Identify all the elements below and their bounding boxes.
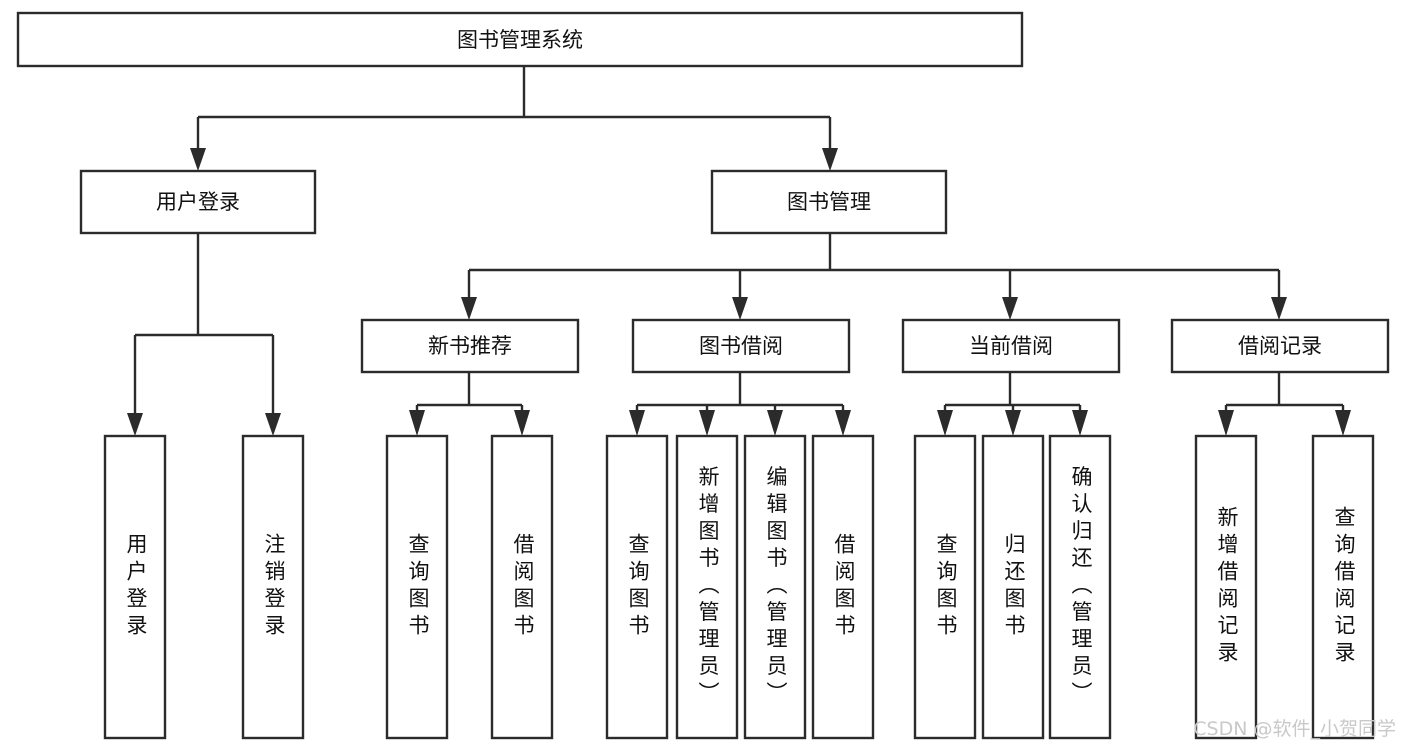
- node-leaf-borrow-book-1-label: 借阅图书: [511, 533, 535, 641]
- arrow-head-leaf-confirm-return: [1072, 410, 1088, 436]
- node-leaf-confirm-return-label: 确认归还（管理员）: [1069, 466, 1093, 709]
- node-borrow-record-box[interactable]: [1170, 318, 1390, 374]
- node-leaf-borrow-book-2-label: 借阅图书: [832, 533, 856, 641]
- node-leaf-user-login-label: 用户登录: [124, 533, 148, 641]
- node-leaf-borrow-book-2-box[interactable]: [811, 434, 875, 740]
- node-leaf-user-login[interactable]: 用户登录: [103, 434, 167, 740]
- arrow-head-book-manage: [822, 148, 838, 171]
- node-leaf-return-book-box[interactable]: [981, 434, 1045, 740]
- node-leaf-add-book-box[interactable]: [675, 434, 739, 740]
- node-borrow-record[interactable]: 借阅记录: [1170, 318, 1390, 374]
- arrow-head-borrow-record: [1271, 297, 1287, 320]
- node-root-label: 图书管理系统: [457, 28, 583, 52]
- node-leaf-query-record-box[interactable]: [1311, 434, 1375, 740]
- node-book-manage-box[interactable]: [710, 169, 948, 235]
- node-new-book-recommend-label: 新书推荐: [428, 334, 512, 358]
- node-leaf-user-logout-box[interactable]: [241, 434, 305, 740]
- node-leaf-query-book-3-label: 查询图书: [934, 533, 958, 641]
- arrow-head-leaf-add-record: [1218, 410, 1234, 436]
- arrow-head-leaf-user-logout: [265, 413, 281, 436]
- node-leaf-user-logout-label: 注销登录: [262, 533, 286, 641]
- arrow-head-user-login: [190, 148, 206, 171]
- node-leaf-query-book-2[interactable]: 查询图书: [605, 434, 669, 740]
- arrow-head-book-borrow: [732, 297, 748, 320]
- arrow-head-leaf-query-record: [1335, 410, 1351, 436]
- node-leaf-edit-book[interactable]: 编辑图书（管理员）: [743, 434, 807, 740]
- node-leaf-return-book[interactable]: 归还图书: [981, 434, 1045, 740]
- node-root[interactable]: 图书管理系统: [16, 11, 1024, 68]
- node-book-borrow-label: 图书借阅: [699, 334, 783, 358]
- node-leaf-user-login-box[interactable]: [103, 434, 167, 740]
- node-current-borrow[interactable]: 当前借阅: [901, 318, 1121, 374]
- node-book-manage-label: 图书管理: [787, 190, 871, 214]
- arrow-head-leaf-borrow-book-2: [835, 410, 851, 436]
- node-leaf-borrow-book-2[interactable]: 借阅图书: [811, 434, 875, 740]
- node-leaf-query-record[interactable]: 查询借阅记录: [1311, 434, 1375, 740]
- node-leaf-query-book-1-label: 查询图书: [406, 533, 430, 641]
- node-leaf-query-book-3-box[interactable]: [913, 434, 977, 740]
- node-new-book-recommend-box[interactable]: [360, 318, 580, 374]
- arrow-head-leaf-borrow-book-1: [514, 410, 530, 436]
- node-new-book-recommend[interactable]: 新书推荐: [360, 318, 580, 374]
- node-user-login-box[interactable]: [79, 169, 317, 235]
- node-root-box[interactable]: [16, 11, 1024, 68]
- node-leaf-borrow-book-1[interactable]: 借阅图书: [490, 434, 554, 740]
- arrow-head-leaf-add-book: [699, 410, 715, 436]
- arrow-head-leaf-return-book: [1005, 410, 1021, 436]
- node-leaf-user-logout[interactable]: 注销登录: [241, 434, 305, 740]
- arrow-head-leaf-query-book-2: [629, 410, 645, 436]
- node-book-manage[interactable]: 图书管理: [710, 169, 948, 235]
- connector-layer: [127, 66, 1351, 436]
- node-leaf-borrow-book-1-box[interactable]: [490, 434, 554, 740]
- arrow-head-leaf-query-book-3: [937, 410, 953, 436]
- node-borrow-record-label: 借阅记录: [1238, 334, 1322, 358]
- node-leaf-query-book-1[interactable]: 查询图书: [385, 434, 449, 740]
- node-book-borrow[interactable]: 图书借阅: [631, 318, 851, 374]
- node-leaf-add-book-label: 新增图书（管理员）: [696, 466, 720, 709]
- arrow-head-current-borrow: [1002, 297, 1018, 320]
- node-leaf-confirm-return-box[interactable]: [1048, 434, 1112, 740]
- node-leaf-add-record[interactable]: 新增借阅记录: [1194, 434, 1258, 740]
- arrow-head-new-book-recommend: [461, 297, 477, 320]
- node-leaf-add-book[interactable]: 新增图书（管理员）: [675, 434, 739, 740]
- node-leaf-query-record-label: 查询借阅记录: [1332, 506, 1356, 668]
- arrow-head-leaf-query-book-1: [409, 410, 425, 436]
- node-user-login[interactable]: 用户登录: [79, 169, 317, 235]
- node-leaf-query-book-2-label: 查询图书: [626, 533, 650, 641]
- node-current-borrow-label: 当前借阅: [969, 334, 1053, 358]
- node-leaf-edit-book-box[interactable]: [743, 434, 807, 740]
- arrow-head-leaf-user-login: [127, 413, 143, 436]
- node-leaf-query-book-2-box[interactable]: [605, 434, 669, 740]
- node-user-login-label: 用户登录: [156, 190, 240, 214]
- csdn-watermark: CSDN @软件_小贺同学: [1193, 718, 1396, 740]
- node-leaf-return-book-label: 归还图书: [1002, 533, 1026, 641]
- node-leaf-query-book-3[interactable]: 查询图书: [913, 434, 977, 740]
- node-leaf-confirm-return[interactable]: 确认归还（管理员）: [1048, 434, 1112, 740]
- node-book-borrow-box[interactable]: [631, 318, 851, 374]
- node-leaf-add-record-box[interactable]: [1194, 434, 1258, 740]
- node-leaf-edit-book-label: 编辑图书（管理员）: [764, 466, 788, 709]
- node-leaf-query-book-1-box[interactable]: [385, 434, 449, 740]
- node-leaf-add-record-label: 新增借阅记录: [1215, 506, 1239, 668]
- node-current-borrow-box[interactable]: [901, 318, 1121, 374]
- arrow-head-leaf-edit-book: [767, 410, 783, 436]
